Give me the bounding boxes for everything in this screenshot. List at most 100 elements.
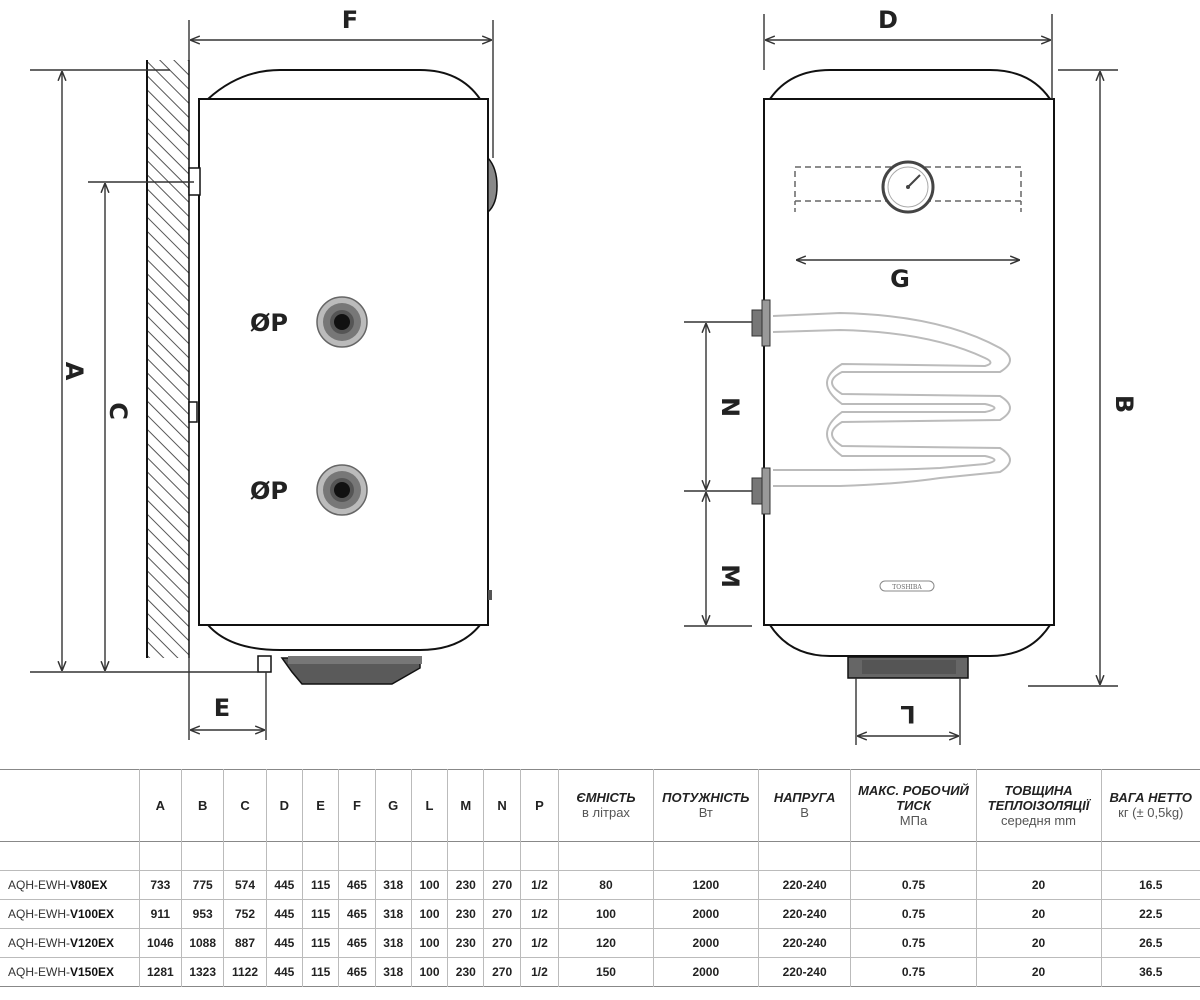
- table-spacer-row: [0, 841, 1200, 871]
- cell-insulation: 20: [976, 928, 1102, 958]
- cell-l: 100: [411, 899, 449, 929]
- cell-d: 445: [266, 870, 303, 900]
- cell-b: 1323: [181, 957, 225, 987]
- cell-n: 270: [483, 957, 521, 987]
- cell-f: 465: [338, 899, 376, 929]
- dim-label-F: F: [342, 6, 358, 34]
- header-D: D: [266, 769, 303, 842]
- front-view: G N M TOSHIBA D: [684, 6, 1138, 745]
- cell-pressure: 0.75: [850, 957, 977, 987]
- cell-m: 230: [447, 957, 485, 987]
- thermometer-gauge: [881, 160, 935, 214]
- cell-p: 1/2: [520, 928, 560, 958]
- header-A: A: [139, 769, 183, 842]
- cell-p: 1/2: [520, 899, 560, 929]
- cell-g: 318: [375, 899, 412, 929]
- cell-n: 270: [483, 870, 521, 900]
- dim-label-A: A: [60, 362, 88, 381]
- label-connection-lower: ØP: [250, 477, 288, 505]
- cell-capacity: 80: [558, 870, 654, 900]
- header-C: C: [223, 769, 267, 842]
- brand-badge: [879, 580, 935, 592]
- cell-n: 270: [483, 928, 521, 958]
- cell-c: 574: [223, 870, 267, 900]
- cell-insulation: 20: [976, 870, 1102, 900]
- connection-port-lower: [316, 464, 368, 516]
- header-L: L: [411, 769, 449, 842]
- cell-f: 465: [338, 870, 376, 900]
- cell-model: AQH-EWH-V100EX: [0, 899, 140, 929]
- dim-label-N: N: [716, 397, 744, 417]
- cell-model: AQH-EWH-V120EX: [0, 928, 140, 958]
- dim-label-M: M: [716, 564, 744, 588]
- cell-b: 775: [181, 870, 225, 900]
- header-F: F: [338, 769, 376, 842]
- bottom-pipe: [257, 655, 272, 673]
- cell-weight: 22.5: [1139, 907, 1163, 921]
- cell-e: 115: [302, 899, 340, 929]
- cell-e: 115: [302, 870, 340, 900]
- cell-power: 2000: [653, 899, 759, 929]
- cell-power: 2000: [653, 928, 759, 958]
- cell-pressure: 0.75: [850, 899, 977, 929]
- coil-inlet-fitting: [751, 299, 771, 347]
- cell-a: 1046: [139, 928, 183, 958]
- dim-label-B: B: [1110, 395, 1138, 413]
- cell-a: 1281: [139, 957, 183, 987]
- cell-d: 445: [266, 957, 303, 987]
- cell-model: AQH-EWH-V150EX: [0, 957, 140, 987]
- dim-label-E: E: [214, 694, 230, 722]
- cell-model: AQH-EWH-V80EX: [0, 870, 140, 900]
- cell-f: 465: [338, 957, 376, 987]
- cell-m: 230: [447, 899, 485, 929]
- cell-capacity: 100: [558, 899, 654, 929]
- cell-d: 445: [266, 928, 303, 958]
- cell-voltage: 220-240: [758, 957, 852, 987]
- header-M: M: [447, 769, 485, 842]
- cell-f: 465: [338, 928, 376, 958]
- cell-c: 1122: [223, 957, 267, 987]
- cell-n: 270: [483, 899, 521, 929]
- cell-g: 318: [375, 870, 412, 900]
- tank-front-body: [763, 69, 1055, 657]
- model-suffix: V80EX: [70, 878, 108, 892]
- cell-c: 752: [223, 899, 267, 929]
- label-connection-upper: ØP: [250, 309, 288, 337]
- cell-b: 1088: [181, 928, 225, 958]
- technical-drawing: ØP ØP F A C E: [30, 6, 1138, 745]
- wall-bracket-bottom: [188, 401, 198, 423]
- cell-pressure: 0.75: [850, 928, 977, 958]
- cell-insulation: 20: [976, 899, 1102, 929]
- model-prefix: AQH-EWH-: [8, 907, 70, 921]
- cell-power: 1200: [653, 870, 759, 900]
- cell-weight: 36.5: [1139, 965, 1163, 979]
- cell-m: 230: [447, 928, 485, 958]
- cell-g: 318: [375, 957, 412, 987]
- cell-weight: 26.5: [1139, 936, 1163, 950]
- cell-l: 100: [411, 957, 449, 987]
- coil-outlet-fitting: [751, 467, 771, 515]
- header-B: B: [181, 769, 225, 842]
- header-E: E: [302, 769, 340, 842]
- dim-label-L: L: [900, 700, 915, 728]
- brand-badge-text: TOSHIBA: [892, 584, 922, 591]
- cell-e: 115: [302, 957, 340, 987]
- heat-exchanger-coil: [772, 311, 1011, 487]
- model-suffix: V100EX: [70, 907, 115, 921]
- cell-m: 230: [447, 870, 485, 900]
- cell-weight: 16.5: [1139, 878, 1163, 892]
- cell-voltage: 220-240: [758, 899, 852, 929]
- model-prefix: AQH-EWH-: [8, 936, 70, 950]
- cell-g: 318: [375, 928, 412, 958]
